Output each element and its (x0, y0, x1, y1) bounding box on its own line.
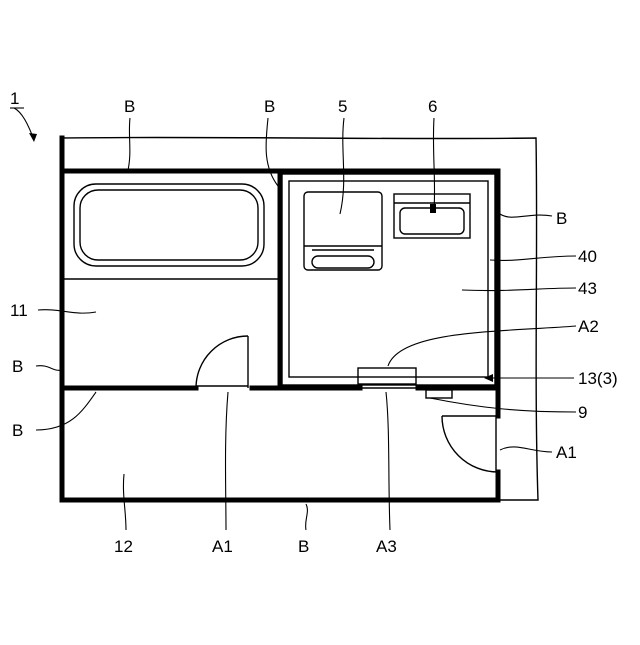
label-13-3: 13(3) (578, 369, 618, 388)
label-b-top-left: B (124, 97, 135, 116)
entrance-door (442, 416, 498, 472)
label-b-right: B (556, 209, 567, 228)
bathtub (74, 184, 264, 266)
walls (62, 138, 498, 500)
bathtub-inner (80, 190, 258, 260)
unit-room-43 (289, 181, 488, 377)
sink-unit-6 (394, 194, 470, 238)
label-5: 5 (338, 97, 347, 116)
ref-1-arrowhead (29, 133, 37, 142)
label-a3: A3 (376, 537, 397, 556)
label-a1-bottom: A1 (212, 537, 233, 556)
unit-room-40 (282, 174, 495, 385)
label-43: 43 (578, 279, 597, 298)
label-11: 11 (10, 301, 28, 320)
label-b-bottom: B (298, 537, 309, 556)
label-b-left-lower: B (12, 421, 23, 440)
label-b-top-mid: B (264, 97, 275, 116)
label-6: 6 (428, 97, 437, 116)
opening-a3 (358, 368, 416, 384)
label-9: 9 (578, 403, 587, 422)
label-40: 40 (578, 247, 597, 266)
label-a2: A2 (578, 317, 599, 336)
label-ref-1: 1 (10, 89, 19, 108)
device-9 (426, 390, 452, 398)
label-12: 12 (114, 537, 133, 556)
building-boundary (62, 137, 538, 500)
label-b-left-upper: B (12, 357, 23, 376)
bathroom-door (196, 336, 248, 388)
toilet-unit-5 (304, 192, 382, 270)
label-a1-right: A1 (556, 443, 577, 462)
